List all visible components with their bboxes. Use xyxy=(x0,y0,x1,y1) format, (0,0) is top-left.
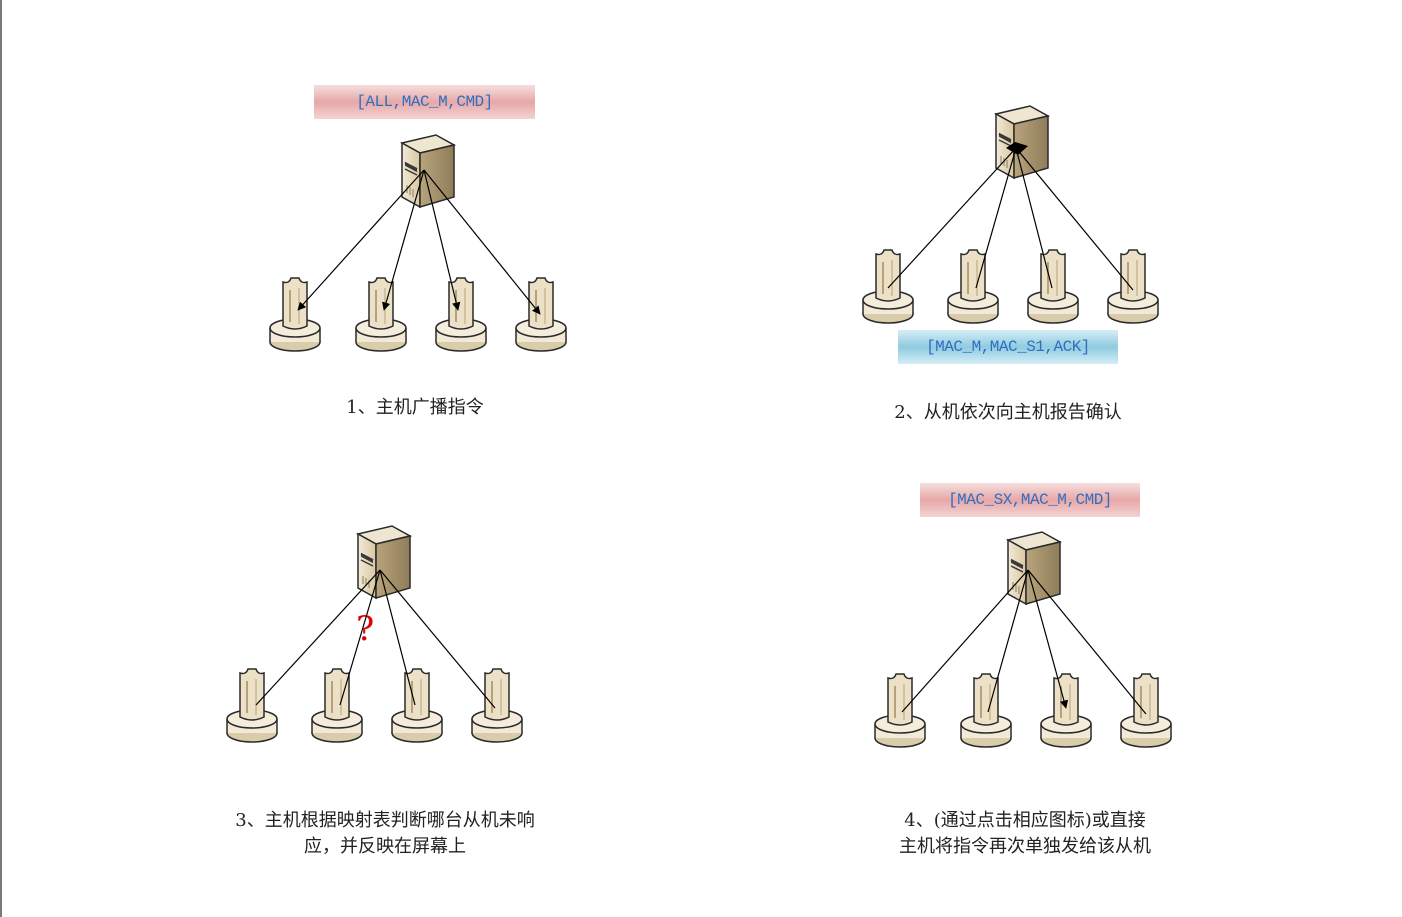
panel4-slave-node-icon-3 xyxy=(1040,673,1092,748)
panel4-link-2 xyxy=(987,569,1029,713)
panel2-link-4 xyxy=(1015,147,1134,291)
panel3-caption: 3、主机根据映射表判断哪台从机未响 应，并反映在屏幕上 xyxy=(200,808,570,860)
panel1-caption-line-1: 1、主机广播指令 xyxy=(346,397,484,418)
panel4-slave-node-icon-1 xyxy=(874,673,926,748)
panel2-caption: 2、从机依次向主机报告确认 xyxy=(838,400,1178,426)
panel2-link-3 xyxy=(1015,147,1053,289)
panel1-link-2 xyxy=(382,169,425,311)
panel3-caption-line-1: 3、主机根据映射表判断哪台从机未响 xyxy=(235,810,535,831)
panel3-slave-node-icon-4 xyxy=(471,668,523,743)
panel1-diagram xyxy=(269,134,567,352)
panel3-diagram xyxy=(226,525,523,743)
panel2-link-1 xyxy=(887,147,1017,289)
panel1-slave-node-icon-2 xyxy=(355,277,407,352)
panel3-link-1 xyxy=(255,569,381,706)
panel2-master-server-icon xyxy=(995,105,1049,179)
panel1-message-label: [ALL,MAC_M,CMD] xyxy=(314,85,535,119)
panel3-caption-line-2: 应，并反映在屏幕上 xyxy=(304,836,466,857)
panel4-caption-line-1: 4、(通过点击相应图标)或直接 xyxy=(904,810,1146,831)
panel1-caption: 1、主机广播指令 xyxy=(240,395,590,421)
panel3-link-3 xyxy=(379,569,416,706)
panel4-caption-line-2: 主机将指令再次单独发给该从机 xyxy=(899,836,1151,857)
panel4-message-label: [MAC_SX,MAC_M,CMD] xyxy=(920,483,1140,517)
panel2-slave-node-icon-4 xyxy=(1107,249,1159,324)
panel3-link-2 xyxy=(339,569,381,706)
panel2-slave-node-icon-1 xyxy=(862,249,914,324)
panel3-slave-node-icon-2 xyxy=(311,668,363,743)
panel4-link-1 xyxy=(901,569,1029,713)
panel1-link-4 xyxy=(423,169,541,315)
panel1-link-1 xyxy=(297,169,425,311)
panel1-link-3 xyxy=(423,169,461,311)
panel4-diagram xyxy=(874,531,1172,748)
panel1-slave-node-icon-4 xyxy=(515,277,567,352)
panel1-slave-node-icon-3 xyxy=(435,277,487,352)
panel3-slave-node-icon-3 xyxy=(391,668,443,743)
panel3-link-4 xyxy=(379,569,496,709)
panel1-master-server-icon xyxy=(401,134,455,208)
panel4-slave-node-icon-4 xyxy=(1120,673,1172,748)
panel2-slave-node-icon-2 xyxy=(947,249,999,324)
panel4-link-4 xyxy=(1027,569,1147,715)
panel1-slave-node-icon-1 xyxy=(269,277,321,352)
panel2-arrow-tip xyxy=(1006,142,1028,155)
page-left-border xyxy=(0,0,2,917)
panel4-caption: 4、(通过点击相应图标)或直接 主机将指令再次单独发给该从机 xyxy=(850,808,1200,860)
panel2-diagram xyxy=(862,105,1159,324)
panel4-link-3-arrow xyxy=(1027,569,1069,709)
panel2-message-label: [MAC_M,MAC_S1,ACK] xyxy=(898,330,1118,364)
panel3-slave-node-icon-1 xyxy=(226,668,278,743)
panel4-slave-node-icon-2 xyxy=(960,673,1012,748)
panel2-link-2 xyxy=(975,147,1017,289)
panel2-caption-line-1: 2、从机依次向主机报告确认 xyxy=(894,402,1122,423)
panel2-slave-node-icon-3 xyxy=(1027,249,1079,324)
